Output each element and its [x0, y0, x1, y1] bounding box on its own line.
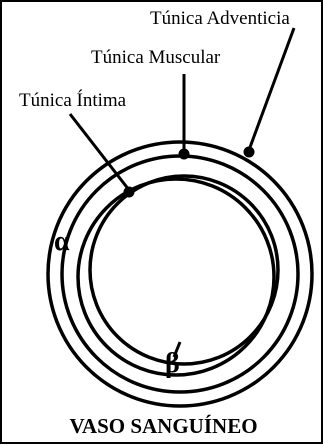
pointer-dot-muscular [178, 148, 190, 160]
pointer-dot-intima [123, 186, 135, 198]
label-tunica-muscular: Túnica Muscular [91, 47, 221, 68]
inner-ring-intima-b [88, 174, 280, 366]
leader-adventicia [247, 27, 296, 151]
diagram-caption: VASO SANGUÍNEO [69, 414, 258, 438]
middle-ring-muscular [60, 154, 300, 394]
pointer-dot-adventicia [243, 146, 255, 158]
outer-ring-adventicia [46, 140, 314, 408]
label-tunica-intima: Túnica Íntima [19, 90, 127, 111]
marker-beta: β [165, 348, 180, 379]
leader-intima [68, 113, 131, 191]
inner-ring-intima-a [76, 177, 276, 377]
leader-beta [172, 341, 182, 358]
label-tunica-adventicia: Túnica Adventicia [150, 8, 290, 29]
marker-alpha: α [54, 226, 70, 257]
